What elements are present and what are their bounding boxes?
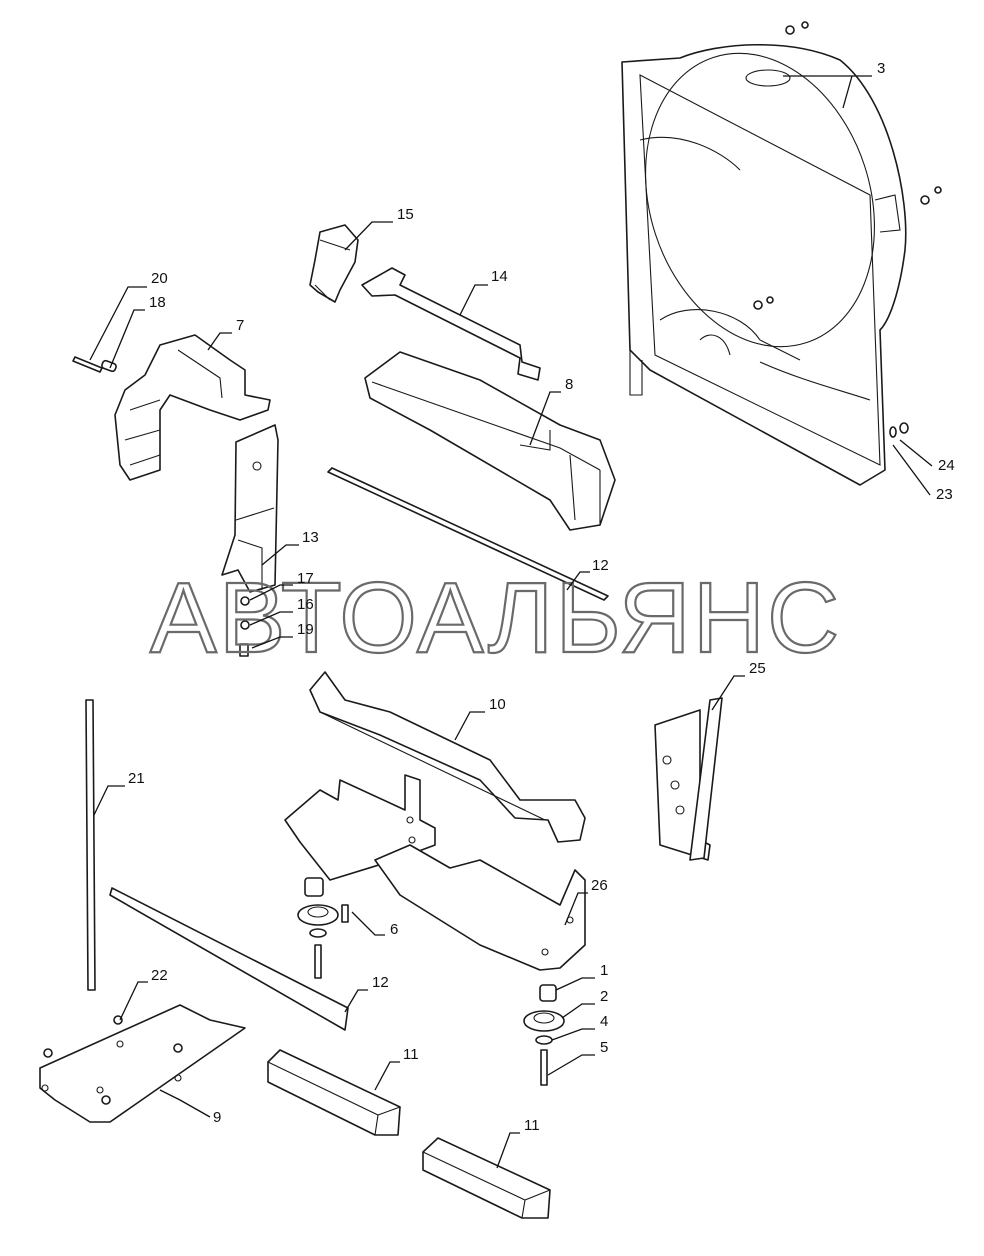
callout-10: 10 [489, 696, 506, 713]
callout-23: 23 [936, 486, 953, 503]
callout-4: 4 [600, 1013, 608, 1030]
callout-20: 20 [151, 270, 168, 287]
callout-14: 14 [491, 268, 508, 285]
part-25-side-bracket [654, 697, 723, 861]
callout-2: 2 [600, 988, 608, 1005]
leader-lines [89, 75, 933, 1169]
callout-18: 18 [149, 294, 166, 311]
callout-15: 15 [397, 206, 414, 223]
part-11-foam-block-upper [267, 1049, 401, 1136]
part-6-rubber-mount [297, 877, 349, 979]
callout-13: 13 [302, 529, 319, 546]
callout-19: 19 [297, 621, 314, 638]
part-10-lower-deflector [309, 671, 586, 843]
part-3-fan-shroud [621, 43, 907, 486]
callout-22: 22 [151, 967, 168, 984]
callout-16: 16 [297, 596, 314, 613]
part-1-2-4-5-mount-stack [523, 984, 565, 1086]
callout-8: 8 [565, 376, 573, 393]
callout-5: 5 [600, 1039, 608, 1056]
part-21-seal-strip-vertical [85, 699, 96, 991]
part-8-air-deflector [364, 351, 616, 531]
callout-12-lower: 12 [372, 974, 389, 991]
callout-1: 1 [600, 962, 608, 979]
part-15-bracket [309, 224, 359, 303]
callout-11-lower: 11 [524, 1117, 540, 1134]
part-17-16-19-fasteners [239, 596, 250, 657]
callout-24: 24 [938, 457, 955, 474]
callout-6: 6 [390, 921, 398, 938]
callout-3: 3 [877, 60, 885, 77]
callout-11-upper: 11 [403, 1046, 419, 1063]
callout-21: 21 [128, 770, 145, 787]
callout-26: 26 [591, 877, 608, 894]
callout-25: 25 [749, 660, 766, 677]
part-22-bolts [43, 1015, 183, 1105]
part-20-18-pins [72, 356, 117, 373]
part-7-side-deflector [114, 334, 271, 481]
callout-7: 7 [236, 317, 244, 334]
part-14-strap [361, 267, 541, 381]
callout-labels: 3 15 14 20 18 7 8 24 23 13 12 17 16 19 2… [128, 60, 955, 1134]
callout-17: 17 [297, 570, 314, 587]
watermark-text: АВТОАЛЬЯНС [150, 562, 841, 674]
callout-9: 9 [213, 1109, 221, 1126]
part-12-seal-strip-upper [327, 467, 609, 601]
part-9-lower-shield [39, 1004, 246, 1123]
part-24-23-bolt-washer [889, 422, 909, 438]
part-13-vertical-bracket [221, 424, 279, 593]
part-11-foam-block-lower [422, 1137, 551, 1219]
callout-12-upper: 12 [592, 557, 609, 574]
part-26-mounting-bracket [284, 774, 586, 971]
fastener-bolts-3 [753, 21, 942, 310]
